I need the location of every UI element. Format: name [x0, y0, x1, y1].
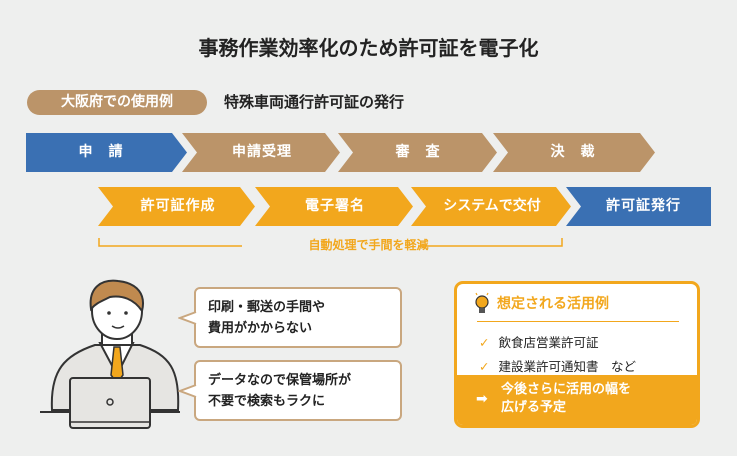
flow-arrow-apply	[26, 133, 187, 172]
flow-arrow-review	[338, 133, 497, 172]
bubble-text: 費用がかからない	[208, 321, 313, 336]
example-subtitle: 特殊車両通行許可証の発行	[224, 93, 405, 111]
flow-step: 申請受理	[232, 144, 292, 160]
bubble-tails	[178, 311, 197, 398]
flow-arrow-issue	[566, 187, 711, 226]
check-icon: ✓	[479, 359, 490, 374]
list-item: ✓ 飲食店営業許可証	[479, 332, 599, 351]
check-icon: ✓	[479, 335, 490, 350]
office-worker-illustration	[40, 279, 180, 429]
process-flow	[26, 133, 711, 247]
bracket-label: 自動処理で手間を軽減	[308, 238, 429, 252]
flow-arrow-receipt	[182, 133, 340, 172]
flow-arrow-deliver	[411, 187, 571, 226]
bracket-line	[98, 238, 563, 247]
footer-text: 今後さらに活用の幅を	[501, 382, 632, 397]
flow-step: 許可証発行	[606, 198, 681, 214]
list-item: ✓ 建設業許可通知書 など	[479, 356, 636, 375]
flow-step: 許可証作成	[140, 198, 216, 214]
card-title: 想定される活用例	[497, 296, 609, 312]
bubble-text: 不要で検索もラクに	[208, 394, 326, 409]
benefit-bubble: 印刷・郵送の手間や 費用がかからない	[194, 287, 402, 348]
footer-text: 広げる予定	[501, 400, 567, 415]
list-item-label: 飲食店営業許可証	[498, 335, 599, 350]
bubble-text: データなので保管場所が	[208, 373, 352, 388]
use-case-card: 想定される活用例 ✓ 飲食店営業許可証 ✓ 建設業許可通知書 など ➡ 今後さらに活…	[454, 281, 700, 428]
benefit-bubble: データなので保管場所が 不要で検索もラクに	[194, 360, 402, 421]
lightbulb-icon	[475, 292, 489, 313]
divider	[477, 321, 679, 322]
flow-arrow-create	[98, 187, 255, 226]
arrow-right-icon: ➡	[476, 391, 488, 407]
example-badge: 大阪府での使用例	[27, 90, 207, 115]
flow-arrow-approval	[493, 133, 655, 172]
flow-step: システムで交付	[443, 198, 541, 214]
card-footer: ➡ 今後さらに活用の幅を 広げる予定	[457, 375, 697, 425]
flow-step: 審 査	[395, 144, 441, 160]
flow-step: 電子署名	[305, 198, 365, 214]
list-item-label: 建設業許可通知書 など	[498, 359, 636, 374]
flow-step: 申 請	[78, 144, 124, 160]
bubble-text: 印刷・郵送の手間や	[208, 300, 326, 315]
flow-arrow-sign	[255, 187, 413, 226]
page-title: 事務作業効率化のため許可証を電子化	[198, 36, 539, 60]
flow-step: 決 裁	[550, 144, 596, 160]
